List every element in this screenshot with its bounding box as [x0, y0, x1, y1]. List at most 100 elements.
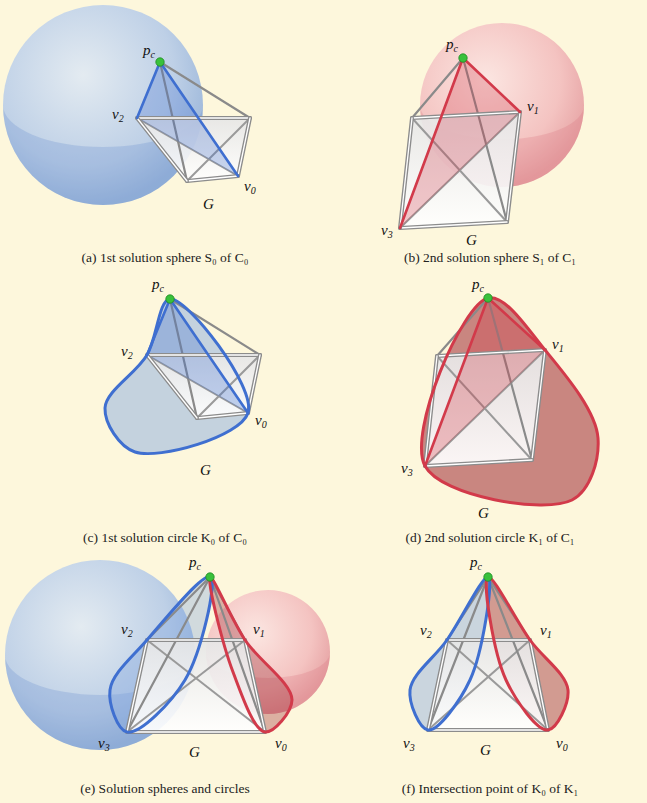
base-edge-inner: [447, 639, 530, 640]
base-edge: [137, 116, 250, 120]
triangle-face: [400, 58, 520, 228]
subfigure-caption: (c) 1st solution circle K₀ of C₀: [5, 530, 325, 546]
label-symbol: v: [112, 106, 119, 122]
label-symbol: v: [381, 222, 388, 238]
solution-circle: [110, 577, 212, 732]
label-subscript: c: [197, 561, 201, 572]
label-subscript: 0: [282, 742, 287, 753]
vertex-label: pc: [189, 554, 201, 572]
vertex-label: v0: [556, 735, 568, 753]
base-edge-inner: [412, 112, 520, 118]
apex-point: [166, 295, 174, 303]
base-edge: [400, 222, 507, 228]
label-subscript: c: [480, 283, 484, 294]
solution-circle: [486, 577, 568, 730]
base-edge: [412, 112, 520, 118]
label-subscript: 2: [119, 113, 124, 124]
solution-circle: [209, 577, 292, 732]
base-edge: [428, 728, 548, 732]
vertex-label: pc: [446, 36, 458, 54]
label-subscript: 0: [262, 419, 267, 430]
label-subscript: 2: [128, 628, 133, 639]
label-symbol: G: [478, 505, 489, 521]
subfigure-caption: (e) Solution spheres and circles: [5, 781, 325, 797]
apex-point: [484, 573, 492, 581]
vertex-label: v3: [381, 222, 393, 240]
vertex-label: v3: [401, 460, 413, 478]
subfigure-caption: (f) Intersection point of K₀ of K₁: [330, 781, 647, 797]
solution-circle: [105, 299, 249, 454]
label-subscript: 3: [105, 742, 110, 753]
label-symbol: v: [244, 178, 251, 194]
base-edge: [187, 176, 238, 181]
base-edge: [147, 353, 260, 357]
base-diagonal: [147, 640, 265, 732]
base-edge: [530, 640, 548, 730]
base-edge: [532, 350, 545, 460]
vertex-label: v2: [420, 622, 432, 640]
base-edge-inner: [147, 354, 260, 355]
vertex-label: v0: [255, 412, 267, 430]
label-symbol: v: [275, 735, 282, 751]
vertex-label: pc: [472, 276, 484, 294]
label-subscript: 1: [547, 629, 552, 640]
vertex-label: G: [480, 742, 491, 759]
label-symbol: p: [152, 276, 160, 292]
label-symbol: G: [200, 462, 211, 478]
base-edge: [147, 638, 245, 642]
label-symbol: p: [446, 36, 454, 52]
base-edge: [137, 118, 187, 181]
label-symbol: p: [470, 554, 478, 570]
subfigure-caption: (b) 2nd solution sphere S₁ of C₁: [330, 250, 647, 266]
vertex-label: v2: [121, 621, 133, 639]
vertex-label: pc: [143, 42, 155, 60]
label-symbol: v: [556, 735, 563, 751]
base-edge: [127, 730, 265, 734]
vertex-label: pc: [470, 554, 482, 572]
label-subscript: c: [454, 43, 458, 54]
label-subscript: 1: [559, 343, 564, 354]
vertex-label: v0: [275, 735, 287, 753]
label-subscript: c: [160, 283, 164, 294]
base-edge-inner: [437, 350, 545, 356]
vertex-label: v1: [552, 336, 564, 354]
vertex-label: G: [189, 744, 200, 761]
triangle-edge: [160, 62, 238, 176]
vertex-label: G: [200, 462, 211, 479]
base-edge-inner: [127, 731, 265, 732]
apex-point: [484, 294, 492, 302]
triangle-edge: [170, 299, 248, 413]
label-symbol: G: [466, 232, 477, 248]
triangle-face: [425, 298, 545, 466]
label-subscript: c: [151, 49, 155, 60]
apex-point: [156, 58, 164, 66]
base-edge-inner: [197, 413, 248, 418]
vertex-label: G: [466, 232, 477, 249]
label-subscript: 3: [410, 742, 415, 753]
label-symbol: v: [121, 343, 128, 359]
base-edge-inner: [532, 350, 545, 460]
vertex-label: v1: [540, 622, 552, 640]
vertex-label: G: [203, 196, 214, 213]
label-symbol: v: [98, 735, 105, 751]
base-edge-inner: [147, 355, 197, 418]
base-edge-inner: [137, 118, 187, 181]
vertex-label: v1: [527, 98, 539, 116]
triangle-edge: [463, 58, 520, 112]
label-subscript: 3: [408, 467, 413, 478]
base-edge-inner: [127, 640, 147, 732]
base-edge-inner: [137, 117, 250, 118]
base-edge-inner: [530, 640, 548, 730]
base-edge: [425, 460, 532, 466]
vertex-label: G: [478, 505, 489, 522]
label-subscript: 1: [260, 628, 265, 639]
label-symbol: v: [121, 621, 128, 637]
subfigure-caption: (d) 2nd solution circle K₁ of C₁: [330, 530, 647, 546]
label-subscript: c: [478, 561, 482, 572]
triangle-edge: [137, 62, 160, 118]
triangle-edge: [488, 298, 545, 350]
vertex-label: v2: [121, 343, 133, 361]
vertex-label: v2: [112, 106, 124, 124]
label-symbol: G: [189, 744, 200, 760]
